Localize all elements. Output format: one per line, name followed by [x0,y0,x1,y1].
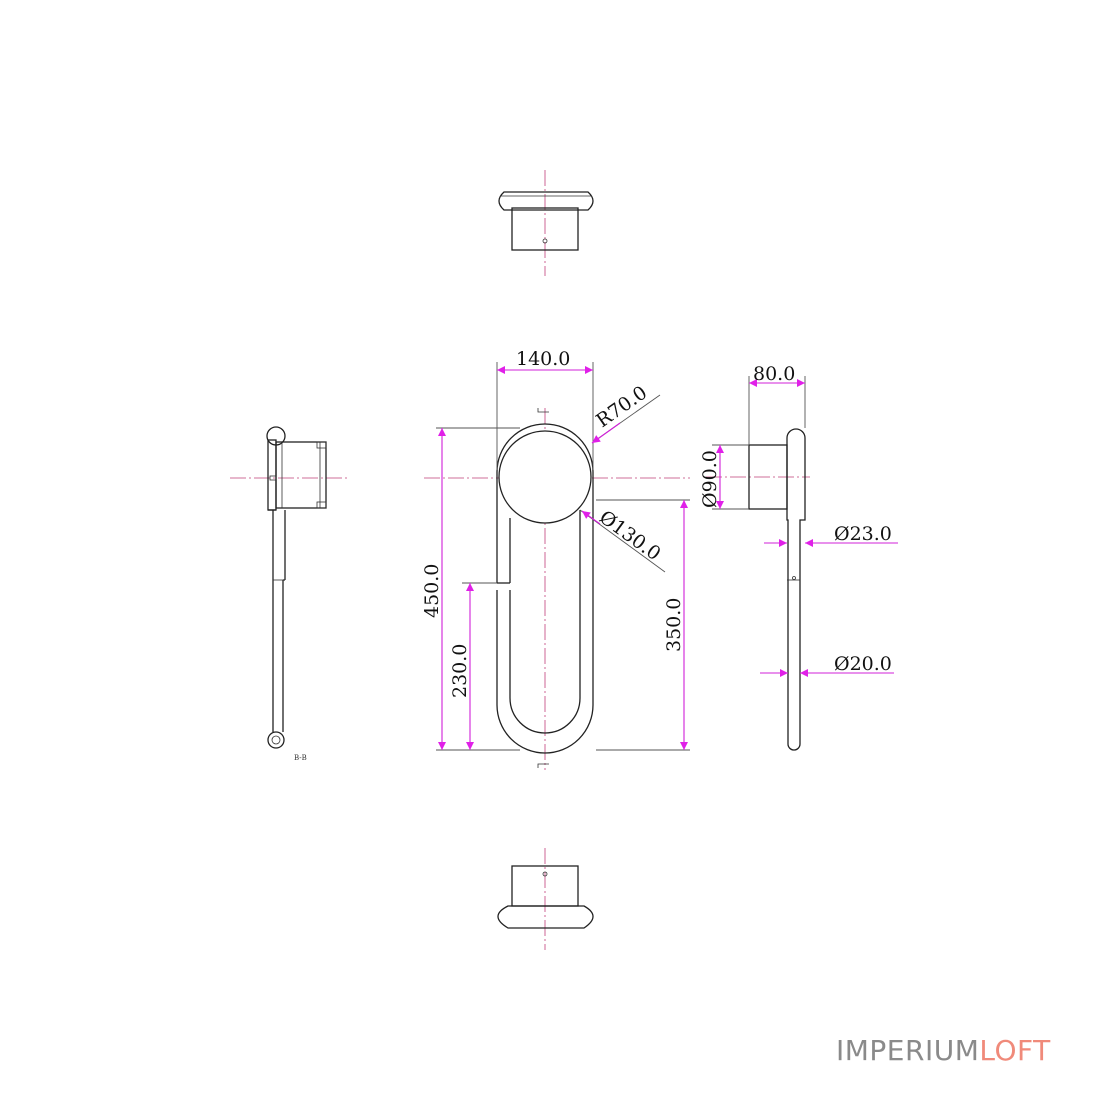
dim-width-text: 140.0 [516,348,570,370]
dim-depth-text: 80.0 [753,363,795,385]
dimension-r70: R70.0 [591,382,661,444]
front-disc [498,430,592,524]
dimension-140: 140.0 [496,348,594,470]
brand-part-loft: LOFT [979,1034,1051,1067]
section-label: B-B [294,754,307,762]
section-base [275,441,327,509]
dimension-230: 230.0 [449,582,497,750]
side-tube [786,428,806,751]
dimension-20: Ø20.0 [760,653,894,677]
loop-inner [509,510,581,734]
top-view-base [511,207,579,251]
side-view [706,428,810,751]
dimension-450: 450.0 [421,427,520,751]
front-view [424,408,690,770]
dim-height-350-text: 350.0 [663,598,685,652]
top-view [498,170,594,276]
dim-disc-text: Ø130.0 [595,506,665,565]
dim-height-total-text: 450.0 [421,564,443,618]
dim-tube-upper-text: Ø23.0 [834,523,892,545]
dimension-23: Ø23.0 [764,523,898,547]
dimension-80: 80.0 [748,363,806,445]
dimension-90: Ø90.0 [699,444,749,510]
dim-height-lower-text: 230.0 [449,644,471,698]
section-view: B-B [230,426,350,762]
dimension-350: 350.0 [596,499,690,751]
dim-tube-lower-text: Ø20.0 [834,653,892,675]
section-bottom-tube [267,731,285,749]
top-view-disc [498,191,594,211]
bottom-view [497,848,594,950]
loop-outer [496,423,594,754]
dim-base-text: Ø90.0 [699,450,721,508]
bottom-view-disc [497,905,594,929]
brand-part-imperium: IMPERIUM [836,1034,980,1067]
brand-logo: IMPERIUMLOFT [836,1034,1051,1067]
